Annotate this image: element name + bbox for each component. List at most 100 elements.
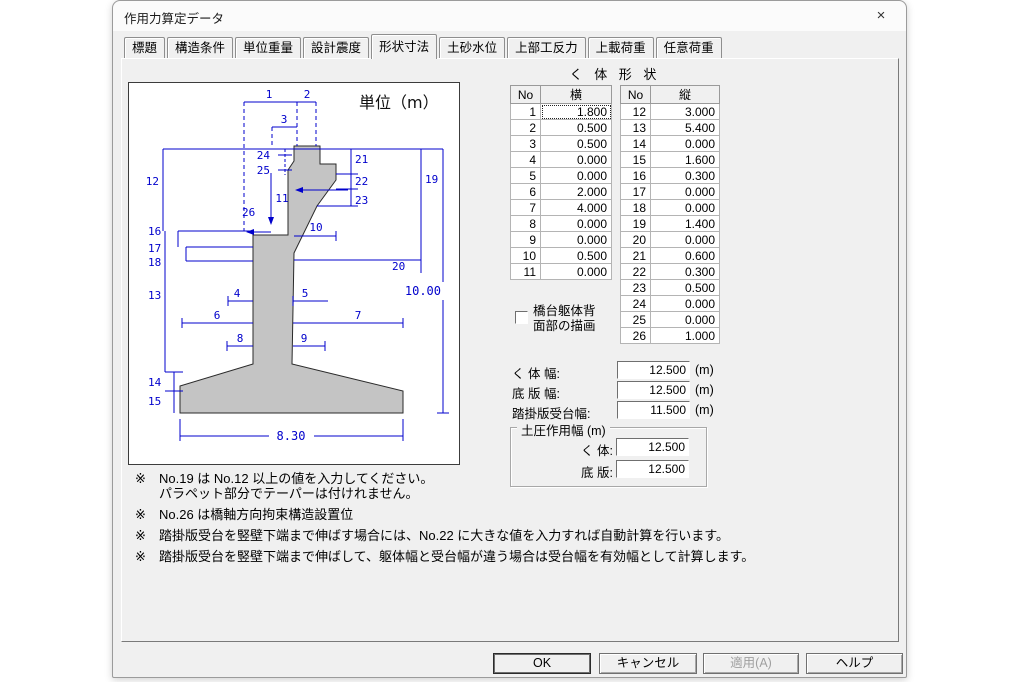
grid-cell-value[interactable]: 0.000: [540, 263, 612, 280]
grid-cell-no: 22: [620, 263, 651, 280]
cancel-button[interactable]: キャンセル: [599, 653, 697, 674]
tab-unit-weight[interactable]: 単位重量: [235, 37, 302, 58]
grid-cell-no: 7: [510, 199, 541, 216]
grid-cell-no: 23: [620, 279, 651, 296]
grid-row: 23 0.500: [620, 279, 720, 296]
grid-cell-value[interactable]: 0.500: [540, 247, 612, 264]
notes: ※No.19 は No.12 以上の値を入力してください。 パラペット部分でテー…: [135, 471, 875, 564]
tab-structural-conditions[interactable]: 構造条件: [167, 37, 234, 58]
earth-pressure-footing-row: 底 版: 12.500: [511, 460, 706, 480]
grid-cell-no: 15: [620, 151, 651, 168]
dim-label-12: 12: [146, 175, 159, 188]
dim-label-5: 5: [302, 287, 309, 300]
grid-row: 16 0.300: [620, 167, 720, 184]
grid-row: 10 0.500: [510, 247, 612, 264]
earth-pressure-footing-label: 底 版:: [581, 466, 613, 480]
total-height-label: 10.00: [405, 284, 441, 298]
grid-cell-no: 3: [510, 135, 541, 152]
grid-cell-value[interactable]: 2.000: [540, 183, 612, 200]
grid-cell-value[interactable]: 1.400: [650, 215, 720, 232]
grid-cell-value[interactable]: 0.000: [650, 199, 720, 216]
shape-table-width: No 横 1 1.800 2 0.500: [510, 85, 612, 280]
body-width-label: く 体 幅:: [512, 367, 560, 381]
help-button[interactable]: ヘルプ: [806, 653, 903, 674]
grid-cell-value[interactable]: 0.000: [650, 295, 720, 312]
dim-label-14: 14: [148, 376, 162, 389]
grid-header-row: No 横: [510, 85, 612, 104]
approach-slab-bracket-width-input[interactable]: 11.500: [617, 401, 690, 419]
grid-cell-value[interactable]: 0.600: [650, 247, 720, 264]
grid-row: 18 0.000: [620, 199, 720, 216]
dim-label-1: 1: [266, 88, 273, 101]
grid-cell-value[interactable]: 0.000: [650, 183, 720, 200]
earth-pressure-group-title: 土圧作用幅 (m): [517, 420, 610, 439]
tab-title[interactable]: 標題: [124, 37, 166, 58]
grid-cell-value[interactable]: 0.000: [540, 231, 612, 248]
dim-label-6: 6: [214, 309, 221, 322]
grid-row: 25 0.000: [620, 311, 720, 328]
title-bar: 作用力算定データ ×: [113, 1, 906, 31]
tab-soil-water-level[interactable]: 土砂水位: [439, 37, 506, 58]
tab-superstructure-reaction[interactable]: 上部工反力: [507, 37, 586, 58]
earth-pressure-footing-input[interactable]: 12.500: [616, 460, 689, 478]
grid-cell-value[interactable]: 0.500: [650, 279, 720, 296]
base-width-label: 8.30: [277, 429, 306, 443]
grid-row: 15 1.600: [620, 151, 720, 168]
grid-cell-value[interactable]: 0.300: [650, 167, 720, 184]
ok-button[interactable]: OK: [493, 653, 591, 674]
tab-shape-dimensions[interactable]: 形状寸法: [371, 34, 438, 59]
body-width-unit: (m): [695, 363, 714, 377]
grid-cell-value[interactable]: 0.000: [540, 167, 612, 184]
grid-cell-no: 5: [510, 167, 541, 184]
grid-cell-value[interactable]: 5.400: [650, 119, 720, 136]
apply-button[interactable]: 適用(A): [703, 653, 799, 674]
grid-row: 3 0.500: [510, 135, 612, 152]
grid-cell-value[interactable]: 0.000: [540, 151, 612, 168]
dim-label-19: 19: [425, 173, 438, 186]
grid-cell-value[interactable]: 4.000: [540, 199, 612, 216]
grid-cell-value[interactable]: 1.600: [650, 151, 720, 168]
shape-table-title: く 体 形 状: [569, 67, 661, 82]
body-width-input[interactable]: 12.500: [617, 361, 690, 379]
grid-cell-no: 18: [620, 199, 651, 216]
earth-pressure-body-input[interactable]: 12.500: [616, 438, 689, 456]
tab-arbitrary-load[interactable]: 任意荷重: [655, 37, 722, 58]
grid-cell-value[interactable]: 0.000: [650, 231, 720, 248]
grid-row: 6 2.000: [510, 183, 612, 200]
grid-cell-value[interactable]: 3.000: [650, 103, 720, 120]
grid-row: 4 0.000: [510, 151, 612, 168]
grid-cell-value[interactable]: 0.500: [540, 135, 612, 152]
tab-surcharge-load[interactable]: 上載荷重: [587, 37, 654, 58]
grid-cell-value[interactable]: 1.800: [540, 103, 612, 120]
grid-row: 8 0.000: [510, 215, 612, 232]
grid-cell-value[interactable]: 0.500: [540, 119, 612, 136]
grid-row: 5 0.000: [510, 167, 612, 184]
dim-label-13: 13: [148, 289, 161, 302]
grid-cell-no: 26: [620, 327, 651, 344]
col-header-no: No: [620, 85, 651, 104]
footing-width-input[interactable]: 12.500: [617, 381, 690, 399]
grid-cell-value[interactable]: 0.300: [650, 263, 720, 280]
tab-design-seismic[interactable]: 設計震度: [303, 37, 370, 58]
grid-cell-no: 10: [510, 247, 541, 264]
dim-label-7: 7: [355, 309, 362, 322]
dim-label-11: 11: [275, 192, 288, 205]
grid-row: 12 3.000: [620, 103, 720, 120]
dim-label-23: 23: [355, 194, 368, 207]
grid-cell-value[interactable]: 1.000: [650, 327, 720, 344]
grid-row: 13 5.400: [620, 119, 720, 136]
dim-label-24: 24: [257, 149, 271, 162]
grid-cell-value[interactable]: 0.000: [540, 215, 612, 232]
draw-abutment-back-checkbox[interactable]: [515, 311, 528, 324]
dim-label-15: 15: [148, 395, 161, 408]
grid-header-row: No 縦: [620, 85, 720, 104]
grid-cell-no: 6: [510, 183, 541, 200]
close-icon[interactable]: ×: [876, 7, 886, 24]
grid-row: 2 0.500: [510, 119, 612, 136]
grid-cell-value[interactable]: 0.000: [650, 311, 720, 328]
dim-label-26: 26: [242, 206, 255, 219]
dim-label-20: 20: [392, 260, 405, 273]
grid-row: 14 0.000: [620, 135, 720, 152]
dim-label-25: 25: [257, 164, 270, 177]
grid-cell-value[interactable]: 0.000: [650, 135, 720, 152]
